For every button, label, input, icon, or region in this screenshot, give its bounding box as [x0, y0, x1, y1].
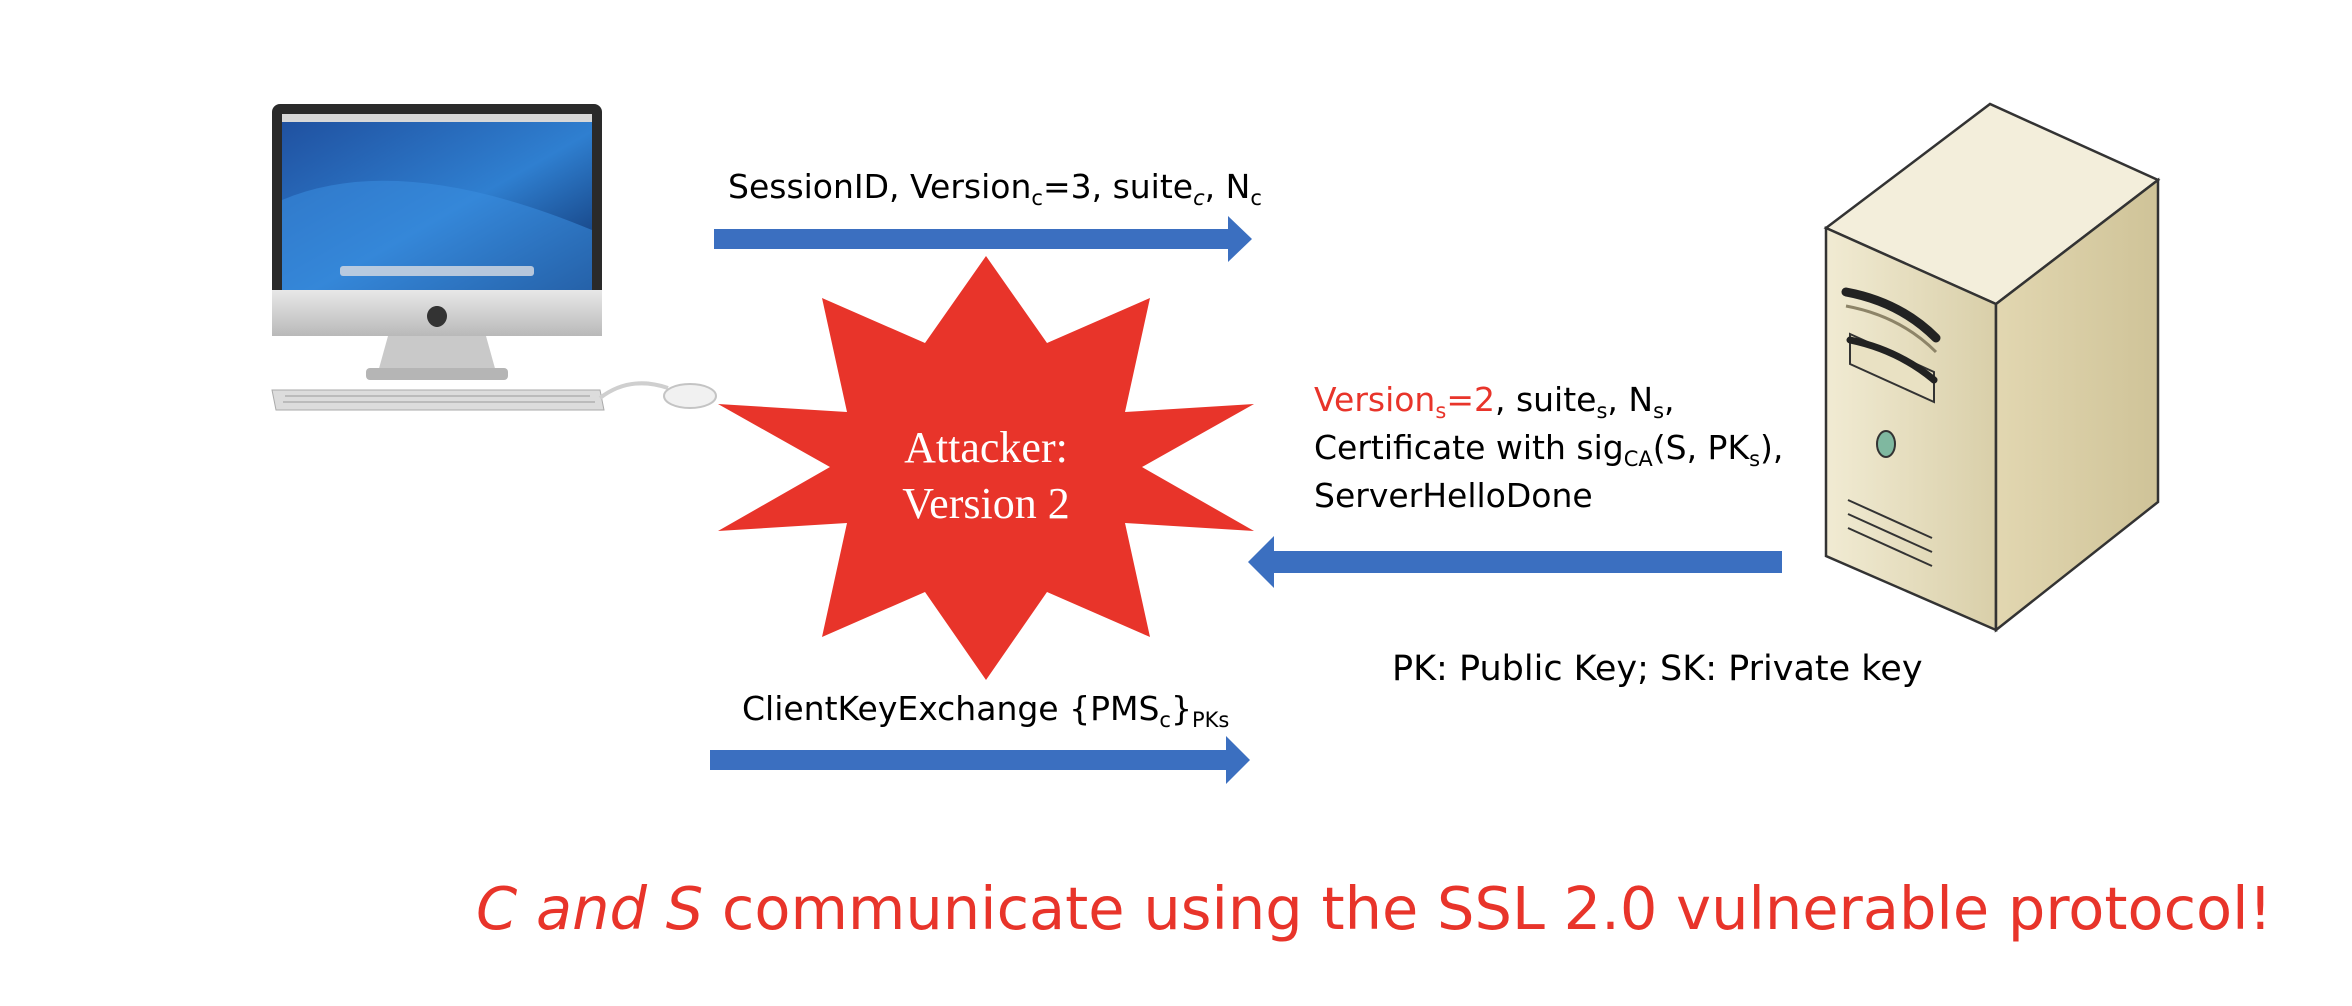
attacker-label-line2: Version 2 [902, 479, 1070, 528]
attacker-label: Attacker: Version 2 [786, 420, 1186, 532]
client-hello-label: SessionID, Versionc=3, suitec, Nc [728, 167, 1262, 210]
attacker-label-line1: Attacker: [904, 423, 1068, 472]
client-key-exchange-arrow [710, 736, 1250, 784]
client-key-exchange-label: ClientKeyExchange {PMSc}PKs [742, 689, 1230, 732]
server-hello-line2: Certificate with sigCA(S, PKs), [1314, 428, 1784, 471]
desktop-computer-icon [271, 104, 717, 411]
conclusion-text: C and S communicate using the SSL 2.0 vu… [476, 874, 2273, 943]
server-hello-label: Versions=2, suites, Ns, Certificate with… [1314, 376, 1783, 520]
server-hello-arrow [1248, 536, 1782, 588]
attacker-starburst [718, 256, 1254, 680]
key-legend: PK: Public Key; SK: Private key [1392, 649, 1923, 689]
server-hello-line1: Versions=2, suites, Ns, [1314, 380, 1675, 423]
client-hello-arrow [714, 216, 1252, 262]
server-hello-line3: ServerHelloDone [1314, 476, 1593, 515]
server-tower-icon [1823, 102, 2161, 633]
